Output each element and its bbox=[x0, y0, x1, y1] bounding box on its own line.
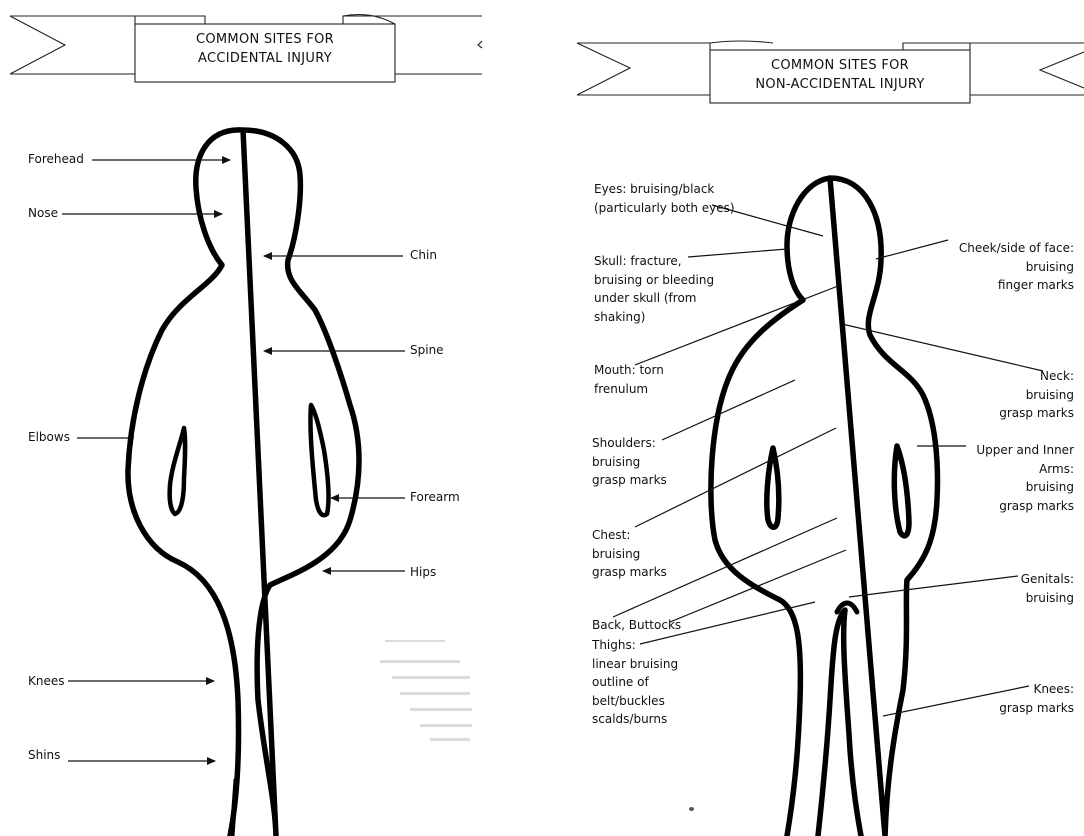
label-shins: Shins bbox=[28, 748, 60, 762]
accidental-diagram-graphic bbox=[0, 0, 490, 836]
cheek-pointer bbox=[876, 240, 948, 259]
label-forearm: Forearm bbox=[410, 490, 460, 504]
shoulders-pointer bbox=[662, 380, 795, 440]
label-spine: Spine bbox=[410, 343, 444, 357]
label-genitals: Genitals: bruising bbox=[1021, 570, 1074, 607]
genitals-pointer bbox=[849, 576, 1018, 597]
label-forehead: Forehead bbox=[28, 152, 84, 166]
label-chin: Chin bbox=[410, 248, 437, 262]
right-arm-gap bbox=[894, 446, 909, 536]
label-back: Back, Buttocks bbox=[592, 618, 681, 632]
label-elbows: Elbows bbox=[28, 430, 70, 444]
back-pointer-2 bbox=[670, 550, 846, 622]
right-arm-gap bbox=[310, 405, 328, 515]
bleed-through-smudge bbox=[380, 640, 472, 741]
label-cheek: Cheek/side of face: bruising finger mark… bbox=[959, 239, 1074, 295]
leg-gap-outline bbox=[232, 780, 236, 836]
banner-line-1: COMMON SITES FOR bbox=[725, 56, 955, 75]
non-accidental-injury-panel: COMMON SITES FOR NON-ACCIDENTAL INJURY E… bbox=[565, 0, 1084, 836]
banner-title: COMMON SITES FOR NON-ACCIDENTAL INJURY bbox=[725, 56, 955, 94]
left-arm-gap bbox=[767, 448, 779, 527]
label-chest: Chest: bruising grasp marks bbox=[592, 526, 667, 582]
banner-line-1: COMMON SITES FOR bbox=[150, 30, 380, 49]
label-eyes: Eyes: bruising/black (particularly both … bbox=[594, 180, 735, 217]
body-outline bbox=[128, 130, 359, 836]
left-arm-gap bbox=[170, 428, 186, 514]
banner-line-2: NON-ACCIDENTAL INJURY bbox=[725, 75, 955, 94]
label-knees: Knees bbox=[28, 674, 65, 688]
label-nose: Nose bbox=[28, 206, 58, 220]
label-mouth: Mouth: torn frenulum bbox=[594, 361, 664, 398]
body-outline bbox=[711, 178, 938, 836]
label-thighs: Thighs: linear bruising outline of belt/… bbox=[592, 636, 678, 729]
banner-title: COMMON SITES FOR ACCIDENTAL INJURY bbox=[150, 30, 380, 68]
ink-speck bbox=[689, 807, 694, 811]
label-shoulders: Shoulders: bruising grasp marks bbox=[592, 434, 667, 490]
label-skull: Skull: fracture, bruising or bleeding un… bbox=[594, 252, 714, 326]
label-arms: Upper and Inner Arms: bruising grasp mar… bbox=[976, 441, 1074, 515]
banner-line-2: ACCIDENTAL INJURY bbox=[150, 49, 380, 68]
accidental-injury-panel: COMMON SITES FOR ACCIDENTAL INJURY Foreh… bbox=[0, 0, 490, 836]
label-neck: Neck: bruising grasp marks bbox=[999, 367, 1074, 423]
neck-pointer bbox=[842, 324, 1043, 371]
label-hips: Hips bbox=[410, 565, 436, 579]
label-knees: Knees: grasp marks bbox=[999, 680, 1074, 717]
